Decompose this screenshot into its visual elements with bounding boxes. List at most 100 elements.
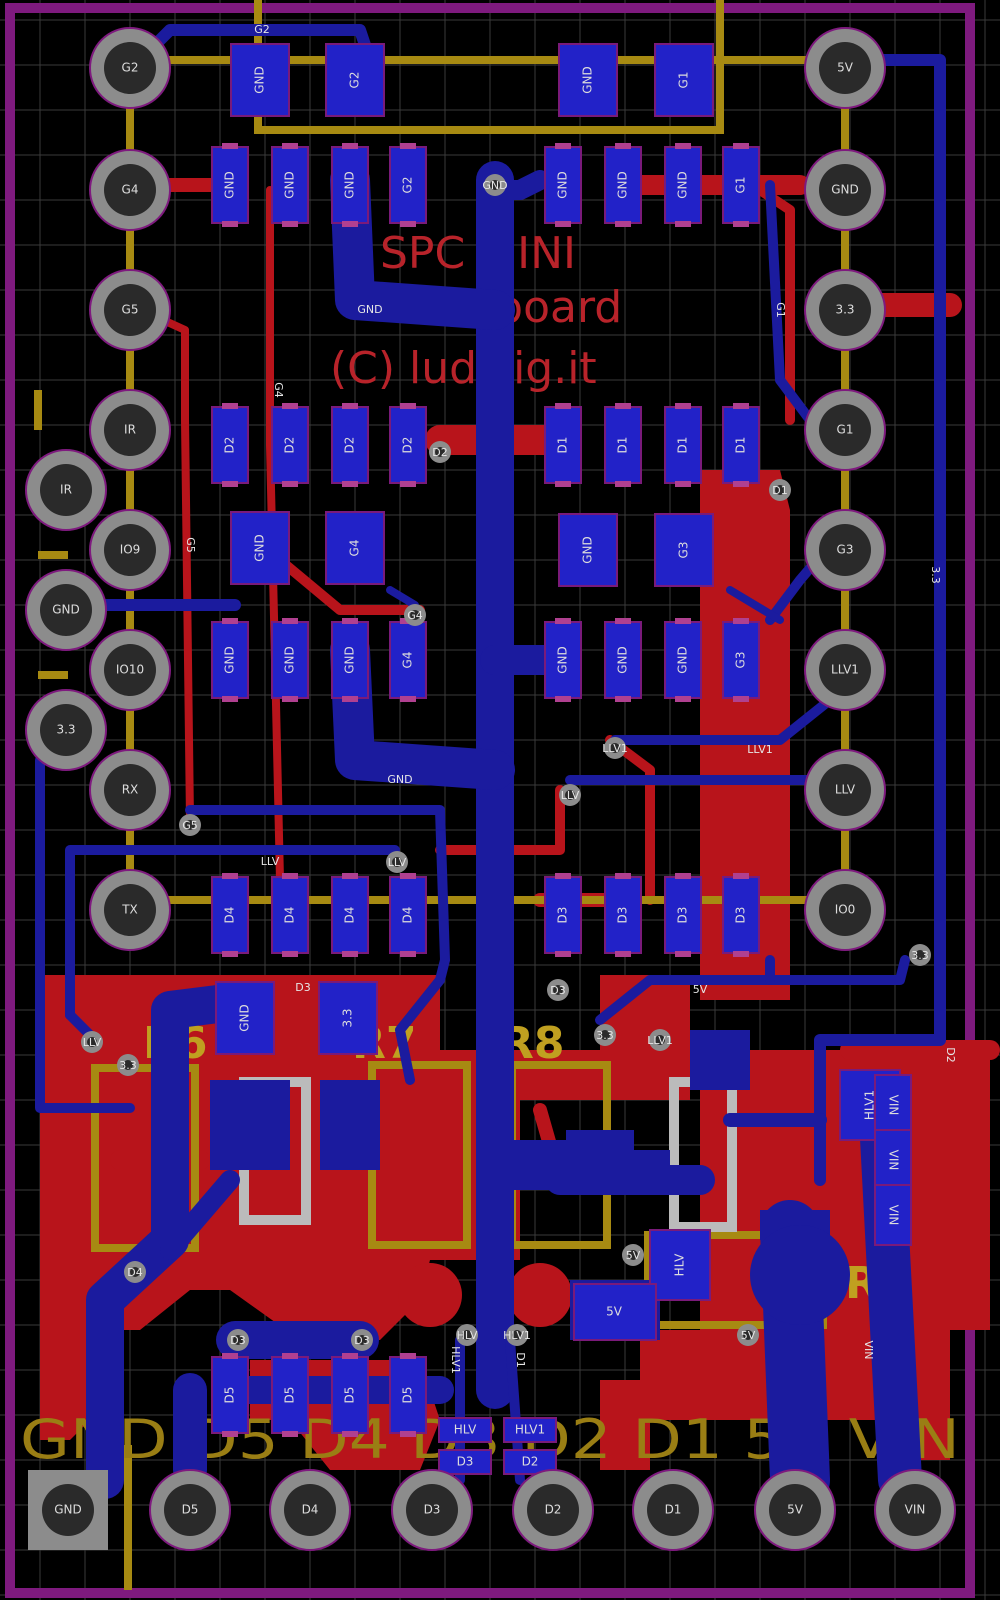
left-header-pin-label: TX: [121, 903, 138, 917]
vin-pad: VIN: [874, 1129, 912, 1191]
via-label: HLV1: [503, 1329, 531, 1342]
via: D2: [429, 441, 451, 463]
via: D4: [124, 1261, 146, 1283]
right-header-pin-label: LLV: [835, 783, 856, 797]
led-pad: GND: [544, 618, 582, 702]
left-header-pin: IR: [89, 389, 171, 471]
led-pad-label: D3: [676, 907, 690, 924]
bottom-header-pin: D3: [391, 1469, 473, 1551]
led-pad: GND: [271, 618, 309, 702]
led-pad: D4: [389, 873, 427, 957]
led-pad-label: D5: [343, 1387, 357, 1404]
left-header-pin: G4: [89, 149, 171, 231]
led-pad: GND: [211, 618, 249, 702]
via: LLV1: [602, 737, 628, 759]
big-pad-label: G4: [348, 540, 362, 557]
led-pad: GND: [664, 618, 702, 702]
led-pad-label: D3: [556, 907, 570, 924]
side-header-pin: 3.3: [25, 689, 107, 771]
led-pad: D4: [271, 873, 309, 957]
via: D3: [227, 1329, 249, 1351]
led-pad: D5: [331, 1353, 369, 1437]
trace-net-label: GND: [357, 303, 382, 316]
led-pad: D3: [722, 873, 760, 957]
bottom-header-pin: 5V: [754, 1469, 836, 1551]
led-pad-label: GND: [283, 646, 297, 674]
led-pad: G1: [722, 143, 760, 227]
led-pad-label: D5: [223, 1387, 237, 1404]
big-pad: G4: [325, 511, 385, 585]
small-pad-label: HLV1: [515, 1423, 545, 1437]
via-label: HLV: [457, 1329, 478, 1342]
led-pad-label: D1: [676, 437, 690, 454]
via: 3.3: [594, 1024, 616, 1046]
right-header-pin: 3.3: [804, 269, 886, 351]
vin-pad: VIN: [874, 1184, 912, 1246]
big-pad-label: 3.3: [341, 1008, 355, 1027]
vin-pad-label: VIN: [887, 1095, 901, 1116]
left-header-pin: TX: [89, 869, 171, 951]
big-pad: 3.3: [318, 981, 378, 1055]
bottom-header-pin-label: 5V: [787, 1503, 804, 1517]
big-pad-label: GND: [581, 66, 595, 94]
via: 3.3: [117, 1054, 139, 1076]
trace-net-label: GND: [387, 773, 412, 786]
led-pad: D3: [664, 873, 702, 957]
side-header-pin-label: GND: [52, 603, 80, 617]
right-header-pin: GND: [804, 149, 886, 231]
trace-net-label: LLV1: [747, 743, 773, 756]
led-pad-label: D1: [734, 437, 748, 454]
led-pad-label: D4: [223, 907, 237, 924]
led-pad-label: GND: [556, 646, 570, 674]
big-pad: G1: [654, 43, 714, 117]
bottom-header-pin-label: D1: [665, 1503, 682, 1517]
small-pad-label: D2: [522, 1455, 539, 1469]
trace-net-label: HLV1: [449, 1346, 462, 1374]
right-header-pin-label: 3.3: [835, 303, 854, 317]
led-pad: D2: [271, 403, 309, 487]
small-pad-label: D3: [457, 1455, 474, 1469]
led-pad: D1: [604, 403, 642, 487]
big-pad: GND: [230, 43, 290, 117]
big-pad-label: GND: [253, 66, 267, 94]
led-pad-label: GND: [283, 171, 297, 199]
led-pad: D1: [544, 403, 582, 487]
via: 5V: [737, 1324, 759, 1346]
left-header-pin-label: IO9: [120, 543, 141, 557]
led-pad-label: D2: [343, 437, 357, 454]
via-label: 5V: [741, 1329, 756, 1342]
right-header-pin: LLV1: [804, 629, 886, 711]
via-label: G4: [407, 609, 423, 622]
right-header-pin-label: IO0: [835, 903, 856, 917]
via: G4: [404, 604, 426, 626]
bottom-header-pin-label: D2: [545, 1503, 562, 1517]
led-pad: GND: [331, 618, 369, 702]
led-pad-label: GND: [343, 171, 357, 199]
led-pad: D1: [664, 403, 702, 487]
bottom-header-pin: D1: [632, 1469, 714, 1551]
led-pad-label: GND: [556, 171, 570, 199]
small-pad: HLV: [438, 1417, 492, 1443]
led-pad-label: G1: [734, 177, 748, 194]
via: LLV: [559, 784, 581, 806]
left-header-pin-label: G2: [122, 61, 139, 75]
via-label: D3: [550, 984, 565, 997]
big-pad-label: GND: [238, 1004, 252, 1032]
led-pad-label: D4: [401, 907, 415, 924]
via: LLV: [81, 1031, 103, 1053]
via: LLV: [386, 851, 408, 873]
left-header-pin: RX: [89, 749, 171, 831]
big-pad: GND: [230, 511, 290, 585]
trace-net-label: VIN: [862, 1341, 875, 1360]
via: D3: [351, 1329, 373, 1351]
left-header-pin: G2: [89, 27, 171, 109]
via-label: D1: [772, 484, 787, 497]
bottom-header-pin: VIN: [874, 1469, 956, 1551]
led-pad: D4: [211, 873, 249, 957]
led-pad-label: D4: [283, 907, 297, 924]
led-pad-label: GND: [616, 171, 630, 199]
vin-pad-label: VIN: [887, 1205, 901, 1226]
mosfet-pad: HLV: [649, 1229, 711, 1301]
via: D3: [547, 979, 569, 1001]
